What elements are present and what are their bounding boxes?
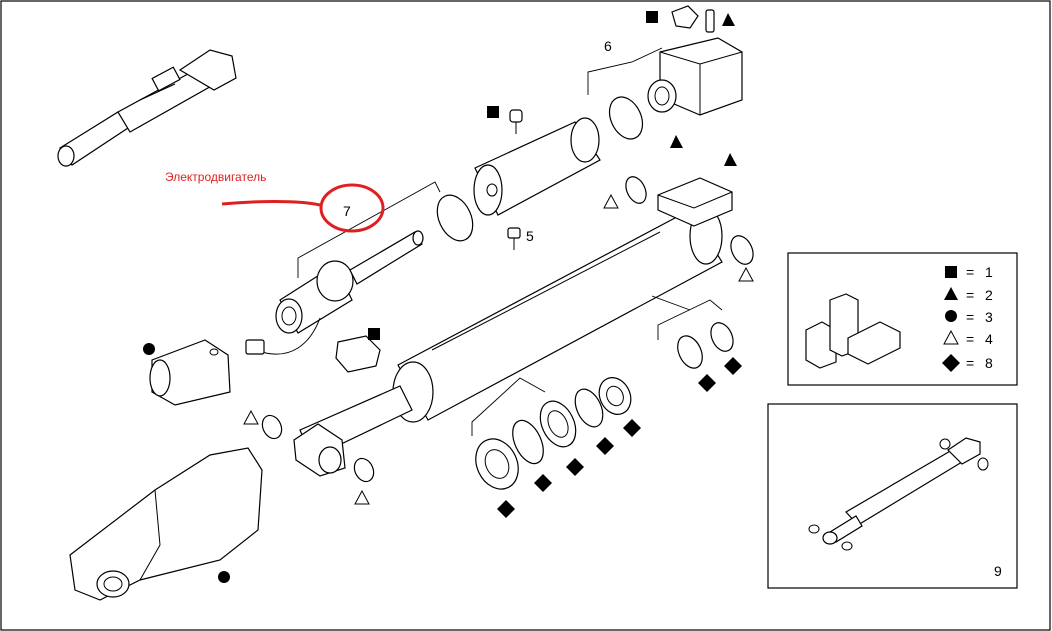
- legend-eq-8: =: [966, 355, 974, 371]
- marker-diamonds: [497, 357, 742, 518]
- rod-end-bracket: [69, 447, 263, 601]
- legend-value-1: 1: [985, 264, 993, 280]
- callout-6: 6: [604, 38, 612, 54]
- bolt-5: [507, 227, 521, 250]
- seal-ring-a: [677, 335, 703, 369]
- marker-triangles: [670, 13, 737, 166]
- legend-value-4: 4: [985, 331, 993, 347]
- legend-eq-1: =: [966, 264, 974, 280]
- main-cylinder: [392, 177, 733, 423]
- red-annotation: Электродвигатель: [165, 170, 385, 233]
- legend-value-2: 2: [985, 287, 993, 303]
- o-ring-block: [608, 96, 644, 140]
- o-ring-block-2: [625, 176, 647, 204]
- legend-eq-4: =: [966, 331, 974, 347]
- valve-block-top: [647, 37, 743, 116]
- marker-circles: [143, 343, 230, 583]
- callout-9: 9: [994, 563, 1002, 579]
- legend-eq-2: =: [966, 287, 974, 303]
- bolt-top: [509, 109, 523, 134]
- marker-triangles-outline: [243, 193, 754, 505]
- red-pointer-line: [221, 200, 321, 207]
- cylinder-assembly-overview: [57, 49, 237, 167]
- electric-motor: [261, 230, 424, 355]
- legend-box: = 1 = 2 = 3 = 4 = 8: [787, 252, 1018, 386]
- piston-rod: [293, 385, 413, 477]
- leader-lines: [297, 47, 723, 436]
- o-ring-motor: [436, 194, 474, 242]
- annotation-label: Электродвигатель: [165, 170, 266, 184]
- legend-value-3: 3: [985, 309, 993, 325]
- o-ring-cylinder-end: [730, 235, 754, 265]
- relay-box: [335, 335, 381, 373]
- o-ring-rod-left: [261, 414, 283, 440]
- seal-stack: [475, 377, 632, 490]
- housing-tube: [473, 117, 601, 216]
- o-ring-rod-right: [353, 457, 375, 483]
- seal-ring-b: [710, 322, 734, 352]
- callout-7: 7: [343, 203, 351, 219]
- legend-kit-illustration: [805, 293, 901, 369]
- inset-assembled-cylinder: 9: [767, 403, 1018, 589]
- marker-squares: [368, 11, 658, 340]
- motor-connector: [245, 339, 265, 355]
- legend-eq-3: =: [966, 309, 974, 325]
- legend-value-8: 8: [985, 355, 993, 371]
- red-circle: [319, 183, 385, 233]
- fitting-top: [671, 5, 715, 33]
- motor-cover: [149, 339, 231, 406]
- callout-5: 5: [526, 228, 534, 244]
